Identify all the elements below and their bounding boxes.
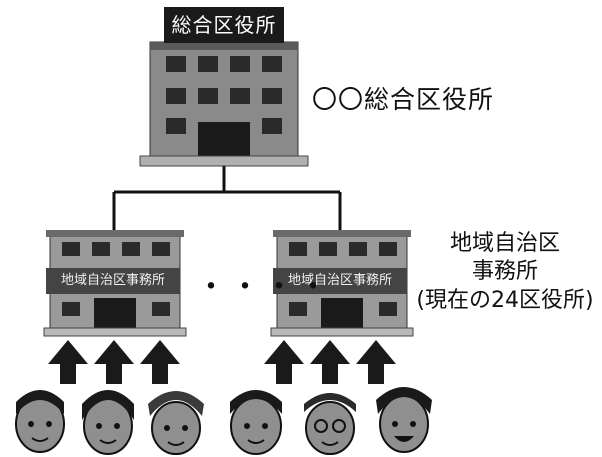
resident-icon: [15, 390, 65, 453]
up-arrow-icon: [356, 340, 396, 384]
resident-icon: [376, 387, 432, 453]
headquarters-sign: 総合区役所: [164, 7, 284, 43]
resident-icon: [230, 390, 282, 455]
branch-label-line3: (現在の24区役所): [416, 288, 594, 313]
resident-icon: [148, 391, 204, 455]
branch-label-line2: 事務所: [471, 259, 538, 284]
up-arrow-icon: [264, 340, 304, 384]
up-arrow-icon: [48, 340, 88, 384]
connector-lines: [112, 166, 342, 232]
branch-label-line1: 地域自治区: [449, 231, 560, 256]
residents: [15, 387, 432, 455]
ellipsis-dots: ・・・・: [196, 270, 332, 305]
up-arrow-icon: [310, 340, 350, 384]
branch-office-sign-right: 地域自治区事務所: [273, 268, 407, 294]
resident-icon: [82, 390, 134, 455]
branch-office-sign-left: 地域自治区事務所: [46, 268, 180, 294]
resident-arrows: [48, 340, 396, 384]
up-arrow-icon: [94, 340, 134, 384]
headquarters-building: [139, 41, 309, 167]
up-arrow-icon: [140, 340, 180, 384]
headquarters-name: 〇〇総合区役所: [312, 85, 495, 114]
resident-icon: [304, 393, 356, 455]
